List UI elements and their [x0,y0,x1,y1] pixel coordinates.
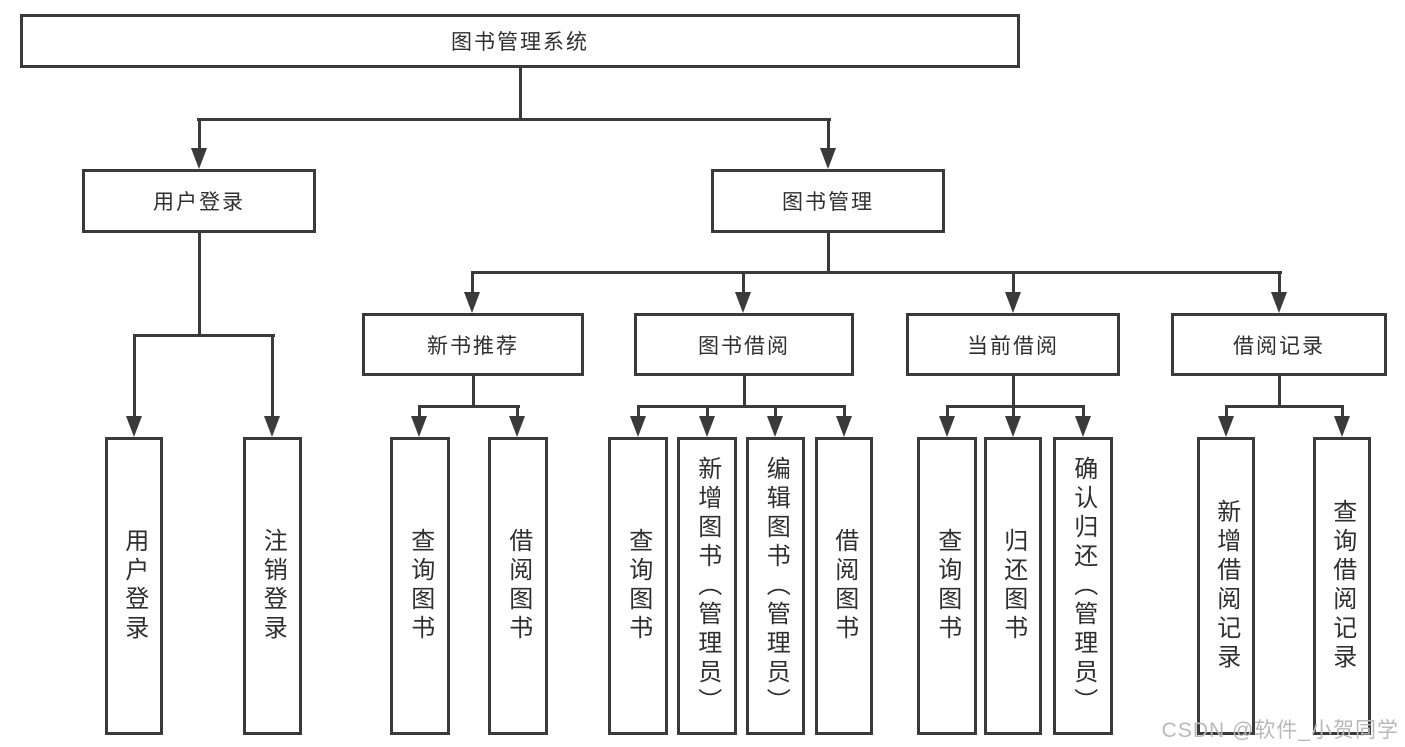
arrow-down-icon [264,416,280,437]
connector-line [198,231,201,336]
arrow-down-icon [820,148,836,169]
leaf-add-books-admin: 新增图书（管理员） [677,437,737,735]
leaf-borrow-books: 借阅图书 [815,437,873,735]
connector-line [946,405,1085,408]
connector-line [1225,405,1344,408]
arrow-down-icon [411,416,427,437]
connector-line [1278,271,1281,293]
connector-line [1278,374,1281,407]
connector-line [471,271,474,293]
leaf-user-login: 用户登录 [105,437,163,735]
connector-line [472,374,475,407]
connector-line [418,405,520,408]
node-new-book-recommendation: 新书推荐 [362,313,584,376]
node-user-login: 用户登录 [82,169,316,233]
leaf-return-books: 归还图书 [984,437,1042,735]
connector-line [1082,405,1085,416]
arrow-down-icon [1005,292,1021,313]
node-current-borrowing: 当前借阅 [906,313,1120,376]
arrow-down-icon [699,416,715,437]
arrow-down-icon [767,416,783,437]
leaf-query-books-recommend: 查询图书 [390,437,450,735]
connector-line [1012,271,1015,293]
leaf-query-borrow-record: 查询借阅记录 [1313,437,1371,735]
connector-line [946,405,949,416]
connector-line [1225,405,1228,416]
connector-line [1341,405,1344,416]
arrow-down-icon [735,292,751,313]
watermark: CSDN @软件_小贺同学 [1161,719,1399,742]
connector-line [516,405,519,416]
connector-line [742,271,745,293]
node-book-borrowing: 图书借阅 [634,313,854,376]
leaf-borrow-books-recommend: 借阅图书 [488,437,548,735]
connector-line [198,118,201,150]
connector-line [197,118,831,121]
node-library-management-system: 图书管理系统 [20,14,1020,68]
connector-line [418,405,421,416]
connector-line [706,405,709,416]
node-book-management: 图书管理 [711,169,945,233]
arrow-down-icon [126,416,142,437]
connector-line [843,405,846,416]
arrow-down-icon [836,416,852,437]
arrow-down-icon [1334,416,1350,437]
leaf-edit-books-admin: 编辑图书（管理员） [746,437,805,735]
arrow-down-icon [1218,416,1234,437]
leaf-query-books-borrowing: 查询图书 [608,437,668,735]
connector-line [133,334,275,337]
connector-line [471,271,1282,274]
connector-line [774,405,777,416]
connector-line [271,334,274,416]
connector-line [1012,374,1015,407]
arrow-down-icon [1005,416,1021,437]
connector-line [827,231,830,273]
connector-line [519,66,522,120]
node-borrowing-records: 借阅记录 [1171,313,1387,376]
arrow-down-icon [1075,416,1091,437]
connector-line [637,405,846,408]
leaf-logout: 注销登录 [243,437,302,735]
connector-line [1012,405,1015,416]
leaf-confirm-return-admin: 确认归还（管理员） [1053,437,1113,735]
connector-line [827,118,830,150]
arrow-down-icon [191,148,207,169]
arrow-down-icon [1271,292,1287,313]
arrow-down-icon [939,416,955,437]
connector-line [743,374,746,407]
leaf-query-books-current: 查询图书 [917,437,977,735]
connector-line [637,405,640,416]
arrow-down-icon [630,416,646,437]
arrow-down-icon [509,416,525,437]
connector-line [133,334,136,416]
arrow-down-icon [464,292,480,313]
leaf-add-borrow-record: 新增借阅记录 [1197,437,1255,735]
